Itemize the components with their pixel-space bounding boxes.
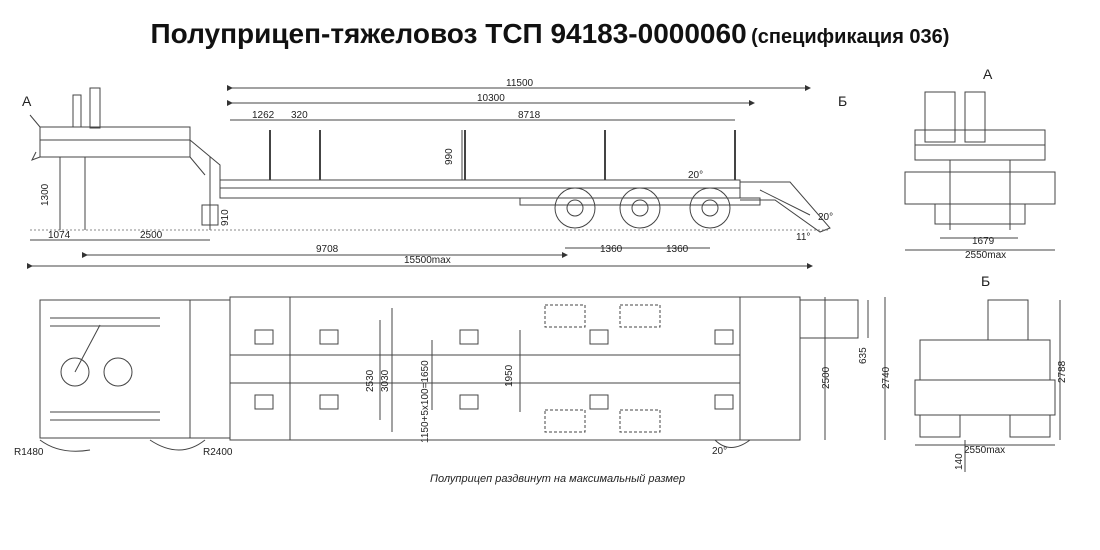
plan-view [39,296,886,452]
dim-overall-top: 11500 [506,78,534,89]
dim-990: 990 [444,148,455,165]
dim-2500-plan: 2500 [821,366,832,389]
dim-2788: 2788 [1057,360,1068,383]
main-deck [219,179,741,199]
ramp-plan [799,299,859,339]
angle-20-ramp: 20° [818,212,833,223]
front-view-label: А [983,66,993,82]
ramp [740,181,831,233]
angle-20-plan: 20° [712,446,727,457]
dim-1150-1650: 1150+5x100=1650 [420,360,431,443]
fifth-wheel [60,357,90,387]
dim-635: 635 [858,347,869,364]
plan-caption: Полуприцеп раздвинут на максимальный раз… [430,473,685,485]
rear-view [914,299,1061,472]
dim-2550-front: 2550max [965,250,1006,261]
gooseneck-plan [39,299,191,439]
dim-1950: 1950 [504,364,515,387]
dim-9708: 9708 [316,244,339,255]
dim-2550-rear: 2550max [964,445,1005,456]
wheel [689,187,731,229]
deck-plan [229,296,741,441]
dim-15500: 15500max [404,255,451,266]
side-view [27,85,831,269]
dim-1679: 1679 [972,236,995,247]
title-spec: (спецификация 036) [751,26,950,48]
dim-8718: 8718 [518,110,541,121]
drawing-title: Полуприцеп-тяжеловоз ТСП 94183-0000060 (… [0,18,1100,50]
dim-1360-b: 1360 [666,244,689,255]
dim-910: 910 [220,209,231,226]
dim-2740: 2740 [881,366,892,389]
dim-10300: 10300 [477,93,505,104]
dim-140: 140 [954,453,965,470]
dim-3030: 3030 [380,369,391,392]
rear-plan [739,296,801,441]
dim-r2400: R2400 [203,447,233,458]
view-a-marker: А [22,93,32,109]
angle-11: 11° [796,232,810,243]
dim-1074: 1074 [48,230,71,241]
rear-view-label: Б [981,273,990,289]
wheel [554,187,596,229]
dim-2500: 2500 [140,230,163,241]
dim-2530: 2530 [365,369,376,392]
dim-1262: 1262 [252,110,275,121]
dim-320: 320 [291,110,308,121]
gooseneck-post [89,87,101,129]
dim-1360-a: 1360 [600,244,623,255]
view-b-marker: Б [838,93,847,109]
dim-1300: 1300 [40,183,51,206]
gooseneck-deck [39,126,191,158]
dim-r1480: R1480 [14,447,44,458]
angle-20-top: 20° [688,170,703,181]
title-main: Полуприцеп-тяжеловоз ТСП 94183-0000060 [150,18,747,49]
wheel [619,187,661,229]
front-view [904,91,1056,251]
rear-deck [919,339,1051,381]
gooseneck-post [72,94,82,128]
